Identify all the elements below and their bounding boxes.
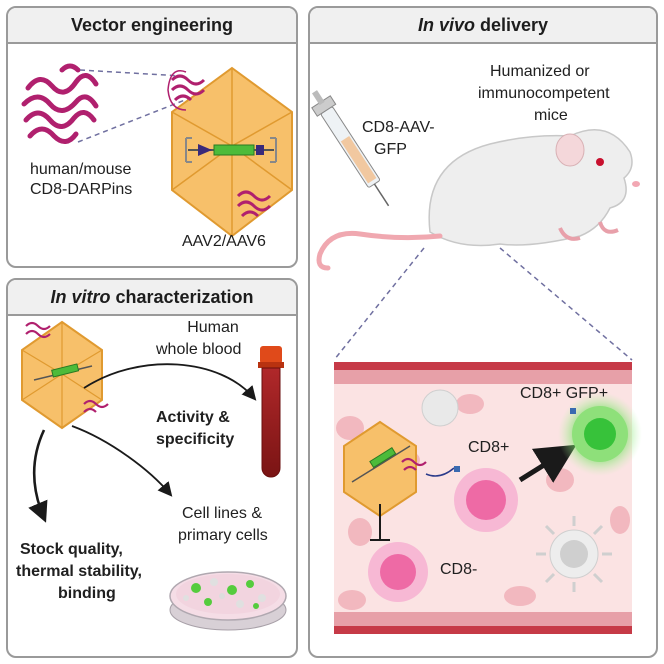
inject-label-1: CD8-AAV- [362,119,435,136]
gfp-label: CD8+ GFP+ [520,385,609,402]
cd8-positive-cell [454,466,518,532]
syringe [311,90,390,207]
darpin-label-2: CD8-DARPins [30,181,133,198]
mouse-illustration [316,129,640,271]
panel-title-invivo: In vivo delivery [310,8,656,44]
blood-label-1: Human [187,319,239,336]
cells-label-1: Cell lines & [182,505,263,522]
arrow-to-gfp [518,444,577,483]
activity-label-1: Activity & [156,409,230,426]
mice-label-2: immunocompetent [478,85,610,102]
aav-capsid-large [171,66,293,238]
darpin-label-1: human/mouse [30,161,132,178]
gfp-positive-cell [558,392,642,476]
cells-label-2: primary cells [178,527,268,544]
darpin-protein-large [21,63,99,144]
cd8-negative-label: CD8- [440,561,478,578]
stock-label-1: Stock quality, [20,541,123,558]
cd8-negative-cell [368,542,428,602]
petri-dish [169,571,287,631]
aav-capsid-invivo [343,420,455,518]
mice-label-1: Humanized or [490,63,590,80]
darpin-on-capsid-top [167,70,206,111]
arrow-to-stock [28,429,48,523]
cd8-positive-label: CD8+ [468,439,510,456]
panel-title-vector: Vector engineering [8,8,296,44]
serotype-label: AAV2/AAV6 [182,233,266,250]
blood-label-2: whole blood [156,341,242,358]
arrow-to-cells [71,425,173,497]
panel-title-invitro: In vitro characterization [8,280,296,316]
stock-label-3: binding [58,585,116,602]
aav-capsid-small [21,320,109,430]
blood-tube [258,346,284,478]
mice-label-3: mice [534,107,568,124]
stock-label-2: thermal stability, [16,563,142,580]
darpin-on-capsid-bottom [236,190,272,218]
arrow-to-blood [83,363,257,401]
activity-label-2: specificity [156,431,235,448]
inject-label-2: GFP [374,141,407,158]
